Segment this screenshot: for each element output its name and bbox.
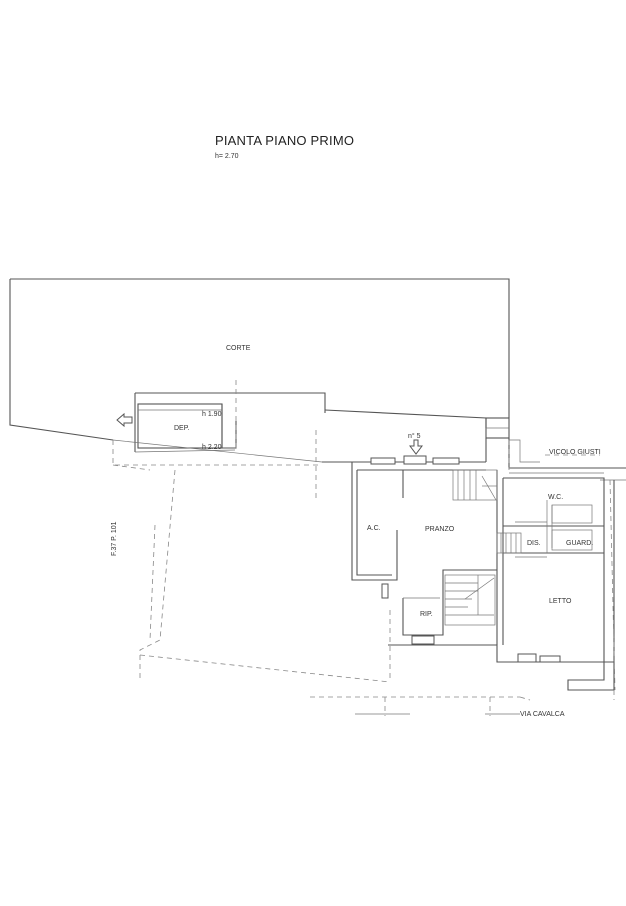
room-label-corte: CORTE — [226, 345, 251, 352]
main-apartment-walls — [322, 455, 615, 691]
room-label-dep: DEP. — [174, 425, 190, 432]
dep-height-1: h 1.90 — [202, 411, 222, 418]
room-label-letto: LETTO — [549, 598, 572, 605]
room-label-rip: RIP. — [420, 611, 433, 618]
room-label-pranzo: PRANZO — [425, 526, 455, 533]
room-label-guard: GUARD. — [566, 540, 594, 547]
courtyard-outline — [9, 278, 510, 441]
entrance-number: n° 5 — [408, 433, 421, 440]
room-label-ac: A.C. — [367, 525, 381, 532]
dep-height-2: h 2.20 — [202, 444, 222, 451]
room-label-wc: W.C. — [548, 494, 564, 501]
height-note: h= 2.70 — [215, 153, 239, 160]
dep-room — [112, 393, 323, 463]
street-label-via-cavalca: VIA CAVALCA — [520, 711, 565, 718]
plan-title: PIANTA PIANO PRIMO — [215, 133, 355, 148]
property-boundaries — [112, 380, 616, 716]
room-label-dis: DIS. — [527, 540, 541, 547]
street-label-vicolo-giusti: VICOLO GIUSTI — [549, 449, 601, 456]
parcel-label: F.37 P. 101 — [111, 521, 118, 556]
stairs — [444, 469, 522, 626]
entrance-arrow — [409, 439, 423, 455]
